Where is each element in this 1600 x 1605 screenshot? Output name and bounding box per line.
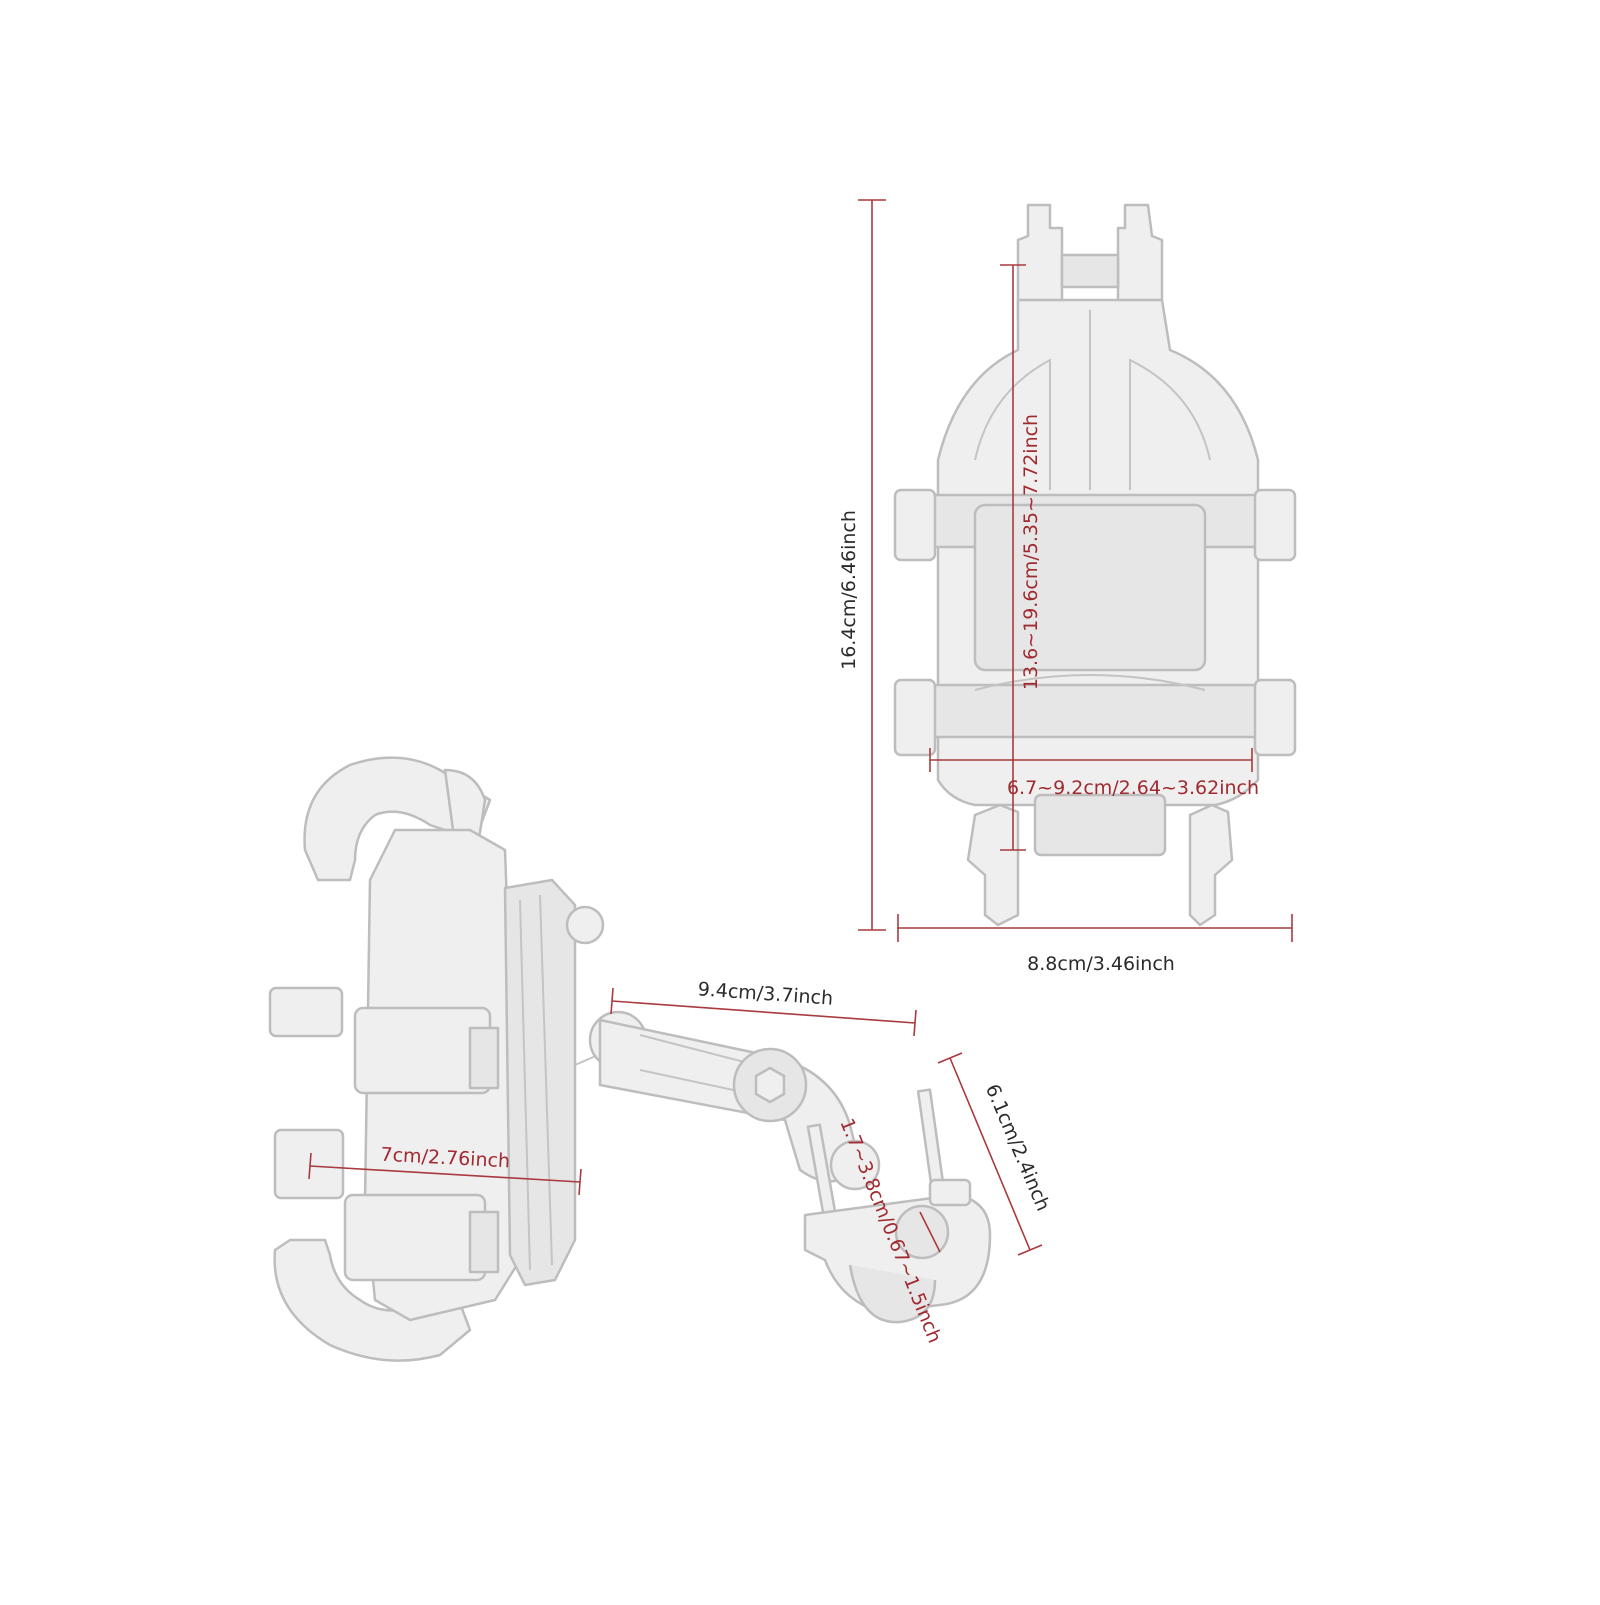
- label-arm-length: 9.4cm/3.7inch: [697, 978, 834, 1009]
- front-right-lower-side-grip: [1253, 678, 1297, 757]
- label-overall-height: 16.4cm/6.46inch: [838, 510, 860, 670]
- side-back-plate-edges: [519, 894, 553, 1271]
- front-bottom-left-prong: [966, 803, 1020, 927]
- label-clamp-height-range: 13.6~19.6cm/5.35~7.72inch: [1020, 414, 1042, 690]
- dim-tick-bracket-depth-right: [578, 1168, 582, 1196]
- handlebar-clamp-nut: [928, 1178, 972, 1207]
- front-lower-curve: [974, 674, 1206, 691]
- handlebar-clamp-lower-ring: [848, 1264, 937, 1324]
- dim-tick-arm-length-left: [610, 987, 614, 1015]
- side-back-plate: [503, 878, 577, 1287]
- side-upper-grip-clip: [468, 1026, 500, 1090]
- dim-line-bar-diameter-range: [919, 1211, 941, 1253]
- mount-arm-assembly: [574, 1010, 992, 1324]
- side-lower-grip-tab: [273, 1128, 345, 1200]
- dim-tick-arm-length-right: [913, 1009, 917, 1037]
- front-plate-ribs: [974, 358, 1211, 490]
- side-lower-grip-block: [343, 1193, 487, 1282]
- side-lower-claw: [273, 1238, 472, 1362]
- label-overall-width: 8.8cm/3.46inch: [1027, 953, 1175, 975]
- side-lower-grip-clip: [468, 1210, 500, 1274]
- dim-tick-clamp-height-bottom: [1017, 1244, 1043, 1256]
- dim-line-clamp-height: [949, 1057, 1031, 1251]
- side-upper-grip-tab: [268, 986, 344, 1038]
- front-lower-crossbar: [923, 683, 1267, 739]
- front-top-bridge: [1060, 253, 1120, 289]
- label-clamp-width-range: 6.7~9.2cm/2.64~3.62inch: [1007, 777, 1259, 799]
- side-view-phone-holder: [268, 756, 605, 1362]
- front-left-upper-side-grip: [893, 488, 937, 562]
- front-bottom-base: [1033, 793, 1167, 857]
- front-right-upper-side-grip: [1253, 488, 1297, 562]
- front-center-pad: [973, 503, 1207, 672]
- label-clamp-height: 6.1cm/2.4inch: [981, 1081, 1054, 1214]
- dim-tick-clamp-height-top: [937, 1052, 963, 1064]
- side-top-knob: [565, 905, 605, 945]
- dim-line-arm-length: [611, 1000, 916, 1024]
- front-view-phone-holder: [893, 203, 1297, 927]
- dim-tick-bracket-depth-left: [308, 1152, 312, 1180]
- handlebar-clamp-hole: [894, 1204, 950, 1260]
- front-bottom-right-prong: [1188, 803, 1234, 927]
- clamp-bolt-right: [916, 1088, 946, 1192]
- dimension-lines: [308, 199, 1293, 1256]
- front-left-lower-side-grip: [893, 678, 937, 757]
- arm-lower-ball: [829, 1139, 881, 1191]
- dim-line-bracket-depth: [309, 1165, 581, 1183]
- arm-hex-nut: [754, 1066, 786, 1104]
